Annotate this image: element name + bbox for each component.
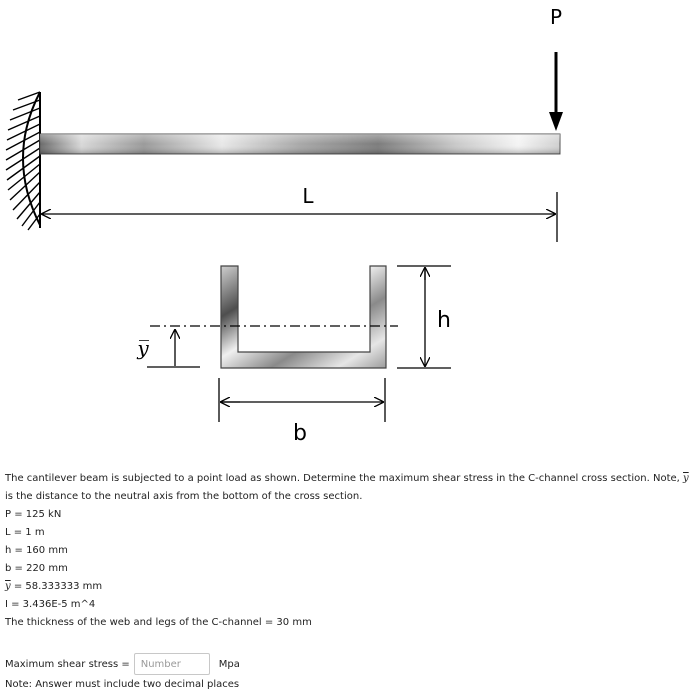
given-ybar-symbol: y xyxy=(5,581,11,592)
width-label: b xyxy=(293,421,307,446)
intro-ybar-symbol: y xyxy=(683,473,689,484)
answer-note: Note: Answer must include two decimal pl… xyxy=(5,679,240,690)
intro-text-part1: The cantilever beam is subjected to a po… xyxy=(5,473,684,484)
cantilever-beam xyxy=(39,133,561,155)
answer-unit: Mpa xyxy=(218,658,240,670)
intro-text-part2: is the distance to the neutral axis from… xyxy=(5,491,363,502)
fixed-support xyxy=(5,91,41,231)
load-arrow xyxy=(549,52,563,131)
given-values-list: P = 125 kN L = 1 m h = 160 mm b = 220 mm… xyxy=(5,506,693,632)
height-dimension xyxy=(397,265,451,369)
length-dimension xyxy=(42,192,558,242)
answer-row: Maximum shear stress = Mpa xyxy=(5,651,240,677)
width-dimension xyxy=(218,378,386,422)
given-centroid: y = 58.333333 mm xyxy=(5,578,693,596)
shear-stress-input[interactable] xyxy=(133,653,210,675)
c-channel-section xyxy=(220,265,387,369)
length-label: L xyxy=(302,184,314,208)
given-inertia: I = 3.436E-5 m^4 xyxy=(5,599,96,610)
answer-label: Maximum shear stress = xyxy=(5,658,130,670)
given-load: P = 125 kN xyxy=(5,509,62,520)
given-length: L = 1 m xyxy=(5,527,45,538)
beam-diagram: P L y̅ h b xyxy=(5,5,563,446)
given-centroid-value: = 58.333333 mm xyxy=(10,581,103,592)
problem-intro: The cantilever beam is subjected to a po… xyxy=(5,470,693,506)
problem-statement: The cantilever beam is subjected to a po… xyxy=(5,470,693,632)
centroid-dimension xyxy=(147,330,200,368)
height-label: h xyxy=(437,308,451,333)
load-label: P xyxy=(550,5,562,29)
given-height: h = 160 mm xyxy=(5,545,68,556)
centroid-label: y̅ xyxy=(136,336,149,360)
given-width: b = 220 mm xyxy=(5,563,68,574)
given-thickness: The thickness of the web and legs of the… xyxy=(5,617,312,628)
